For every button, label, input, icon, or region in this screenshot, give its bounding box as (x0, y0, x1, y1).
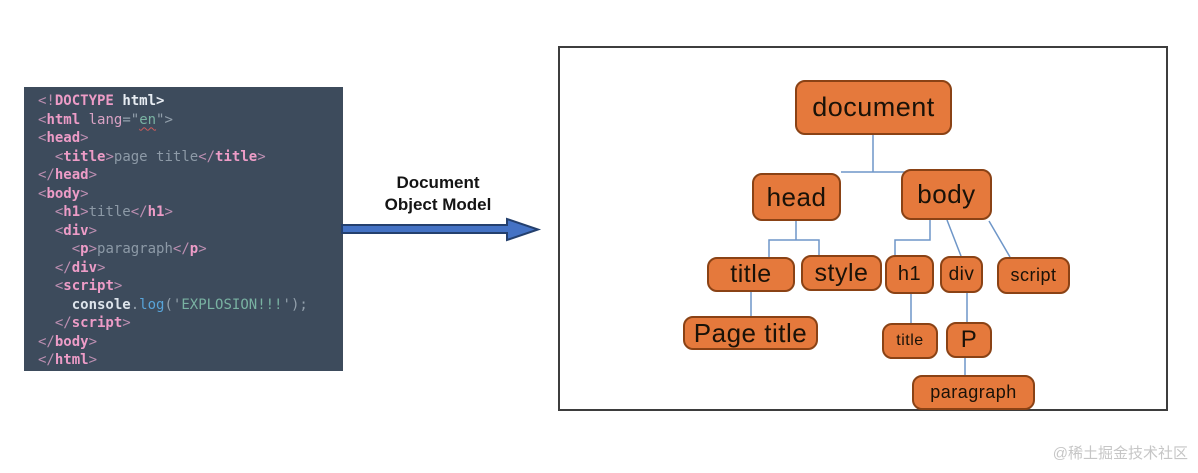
tree-node-div: div (940, 256, 983, 293)
tree-node-body: body (901, 169, 992, 220)
code-line: <h1>title</h1> (54, 204, 173, 220)
watermark-text: @稀土掘金技术社区 (1052, 445, 1188, 462)
code-line: <head> (38, 130, 89, 146)
code-line: <!DOCTYPE html> (38, 93, 165, 109)
tree-node-page-title: Page title (683, 316, 818, 350)
tree-node-title-small: title (882, 323, 938, 359)
code-line: </script> (54, 315, 131, 331)
code-line: </html> (38, 352, 98, 368)
tree-node-title: title (707, 257, 795, 292)
tree-node-head: head (752, 173, 841, 221)
dom-arrow-label-line1: Document (396, 173, 480, 192)
dom-arrow-label-line2: Object Model (384, 195, 492, 214)
right-arrow-icon (341, 217, 542, 242)
tree-node-style: style (801, 255, 882, 291)
code-editor-panel: <!DOCTYPE html> <html lang="en"> <head> <t… (24, 87, 343, 371)
tree-connectors (750, 135, 1011, 375)
code-line: <body> (38, 185, 89, 202)
code-line: </body> (38, 333, 98, 350)
code-line: <div> (54, 222, 98, 239)
code-line: <html lang="en"> (38, 111, 173, 128)
tree-node-p: P (946, 322, 992, 358)
code-line: <p>paragraph</p> (71, 241, 207, 257)
tree-node-document: document (795, 80, 952, 135)
code-line: </head> (38, 167, 98, 183)
tree-node-h1: h1 (885, 255, 934, 294)
tree-node-paragraph: paragraph (912, 375, 1035, 410)
dom-arrow-label: Document Object Model (348, 172, 528, 216)
code-line: console.log('EXPLOSION!!!'); (71, 296, 308, 313)
code-line: <title>page title</title> (54, 148, 266, 165)
code-line: <script> (54, 278, 123, 294)
tree-node-script: script (997, 257, 1070, 294)
code-line: </div> (54, 259, 106, 276)
